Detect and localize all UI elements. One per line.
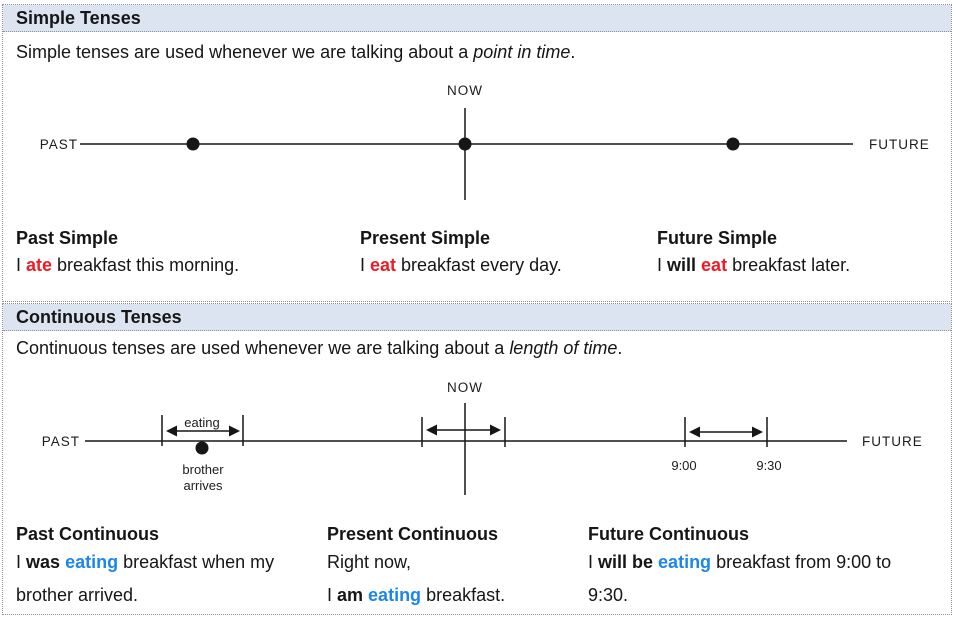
auxiliary-was: was — [26, 552, 61, 572]
future-simple-heading: Future Simple — [657, 228, 778, 248]
verb-eat: eat — [370, 255, 397, 275]
continuous-intro-italic-phrase: length of time — [509, 338, 618, 358]
future-label: FUTURE — [869, 137, 930, 152]
simple-intro-text: Simple tenses are used whenever we are t… — [16, 42, 575, 63]
present-point-dot — [458, 137, 472, 151]
future-interval-arrowhead-right — [752, 426, 763, 438]
now-label: NOW — [447, 83, 483, 98]
future-simple-example: I will eat breakfast later. — [657, 255, 850, 276]
text-segment: I — [588, 552, 599, 572]
past-interval-arrowhead-right — [229, 425, 240, 437]
simple-timeline-diagram: NOW PAST FUTURE — [40, 83, 930, 200]
text-segment: breakfast every day. — [396, 255, 562, 275]
present-continuous-example-line2: I am eating breakfast. — [327, 585, 505, 606]
text-segment: breakfast. — [421, 585, 506, 605]
auxiliary-will: will — [667, 255, 697, 275]
present-simple-heading: Present Simple — [360, 228, 491, 248]
verb-eat: eat — [701, 255, 728, 275]
past-continuous-example-line2: brother arrived. — [16, 585, 138, 606]
past-label: PAST — [42, 434, 80, 449]
section-simple-title: Simple Tenses — [16, 8, 141, 28]
text-segment: I — [327, 585, 338, 605]
simple-intro-italic-phrase: point in time — [473, 42, 571, 62]
auxiliary-am: am — [337, 585, 364, 605]
text-segment: Right now, — [327, 552, 412, 572]
future-continuous-heading: Future Continuous — [588, 524, 749, 544]
past-label: PAST — [40, 137, 78, 152]
past-interval-arrowhead-left — [166, 425, 177, 437]
text-segment: breakfast when my — [118, 552, 275, 572]
continuous-timeline-diagram: NOW PAST FUTURE eating brother arrives 9… — [42, 380, 923, 495]
brother-arrives-dot — [195, 441, 209, 455]
present-continuous-example-line1: Right now, — [327, 552, 411, 573]
text-segment: breakfast from 9:00 to — [711, 552, 892, 572]
section-continuous-header: Continuous Tenses — [3, 304, 951, 331]
future-label: FUTURE — [862, 434, 923, 449]
text-segment: 9:30. — [588, 585, 629, 605]
now-label: NOW — [447, 380, 483, 395]
section-continuous-tenses: Continuous Tenses Continuous tenses are … — [2, 303, 952, 615]
verb-eating: eating — [658, 552, 712, 572]
present-interval-arrowhead-right — [490, 424, 501, 436]
future-continuous-example-line2: 9:30. — [588, 585, 628, 606]
verb-eating: eating — [65, 552, 119, 572]
future-interval-arrowhead-left — [689, 426, 700, 438]
past-simple-example: I ate breakfast this morning. — [16, 255, 239, 276]
text-segment: breakfast this morning. — [52, 255, 240, 275]
continuous-intro-text: Continuous tenses are used whenever we a… — [16, 338, 622, 359]
text-segment: I — [360, 255, 371, 275]
brother-arrives-label-line1: brother — [182, 462, 224, 477]
past-simple-heading: Past Simple — [16, 228, 119, 248]
verb-eating: eating — [368, 585, 422, 605]
text-segment: I — [16, 552, 27, 572]
verb-ate: ate — [26, 255, 53, 275]
section-simple-header: Simple Tenses — [3, 5, 951, 32]
past-continuous-heading: Past Continuous — [16, 524, 159, 544]
section-continuous-title: Continuous Tenses — [16, 307, 182, 327]
eating-interval-label: eating — [184, 415, 219, 430]
future-end-time-label: 9:30 — [756, 458, 781, 473]
text-segment: I — [16, 255, 27, 275]
future-start-time-label: 9:00 — [671, 458, 696, 473]
text-segment: I — [657, 255, 668, 275]
present-simple-example: I eat breakfast every day. — [360, 255, 562, 276]
simple-intro-suffix: . — [570, 42, 576, 62]
auxiliary-will-be: will be — [598, 552, 654, 572]
present-interval-arrowhead-left — [426, 424, 437, 436]
continuous-intro-prefix: Continuous tenses are used whenever we a… — [16, 338, 510, 358]
continuous-intro-suffix: . — [617, 338, 623, 358]
text-segment: brother arrived. — [16, 585, 139, 605]
future-point-dot — [726, 137, 740, 151]
past-point-dot — [186, 137, 200, 151]
past-continuous-example-line1: I was eating breakfast when my — [16, 552, 274, 573]
future-continuous-example-line1: I will be eating breakfast from 9:00 to — [588, 552, 891, 573]
text-segment: breakfast later. — [727, 255, 851, 275]
simple-intro-prefix: Simple tenses are used whenever we are t… — [16, 42, 474, 62]
section-simple-tenses: Simple Tenses Simple tenses are used whe… — [2, 4, 952, 302]
brother-arrives-label-line2: arrives — [183, 478, 223, 493]
present-continuous-heading: Present Continuous — [327, 524, 499, 544]
